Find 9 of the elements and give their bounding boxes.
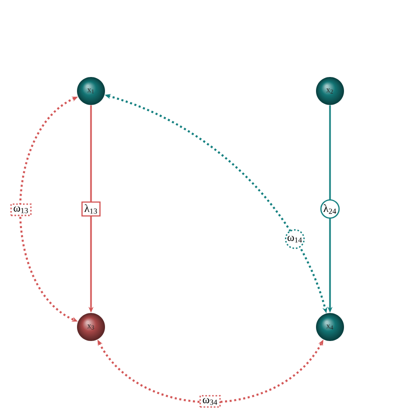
node-label: x$_{1}$ xyxy=(87,88,94,94)
node-label: x$_{2}$ xyxy=(326,88,333,94)
edge-label: ω$_{34}$ xyxy=(200,395,221,408)
edge-label: λ$_{24}$ xyxy=(320,199,340,219)
node-label: x$_{3}$ xyxy=(87,324,94,330)
edge-label: λ$_{13}$ xyxy=(81,201,101,217)
edge-label: ω$_{14}$ xyxy=(284,229,305,249)
edge-label: ω$_{13}$ xyxy=(10,203,32,216)
node-label: x$_{4}$ xyxy=(326,324,334,330)
